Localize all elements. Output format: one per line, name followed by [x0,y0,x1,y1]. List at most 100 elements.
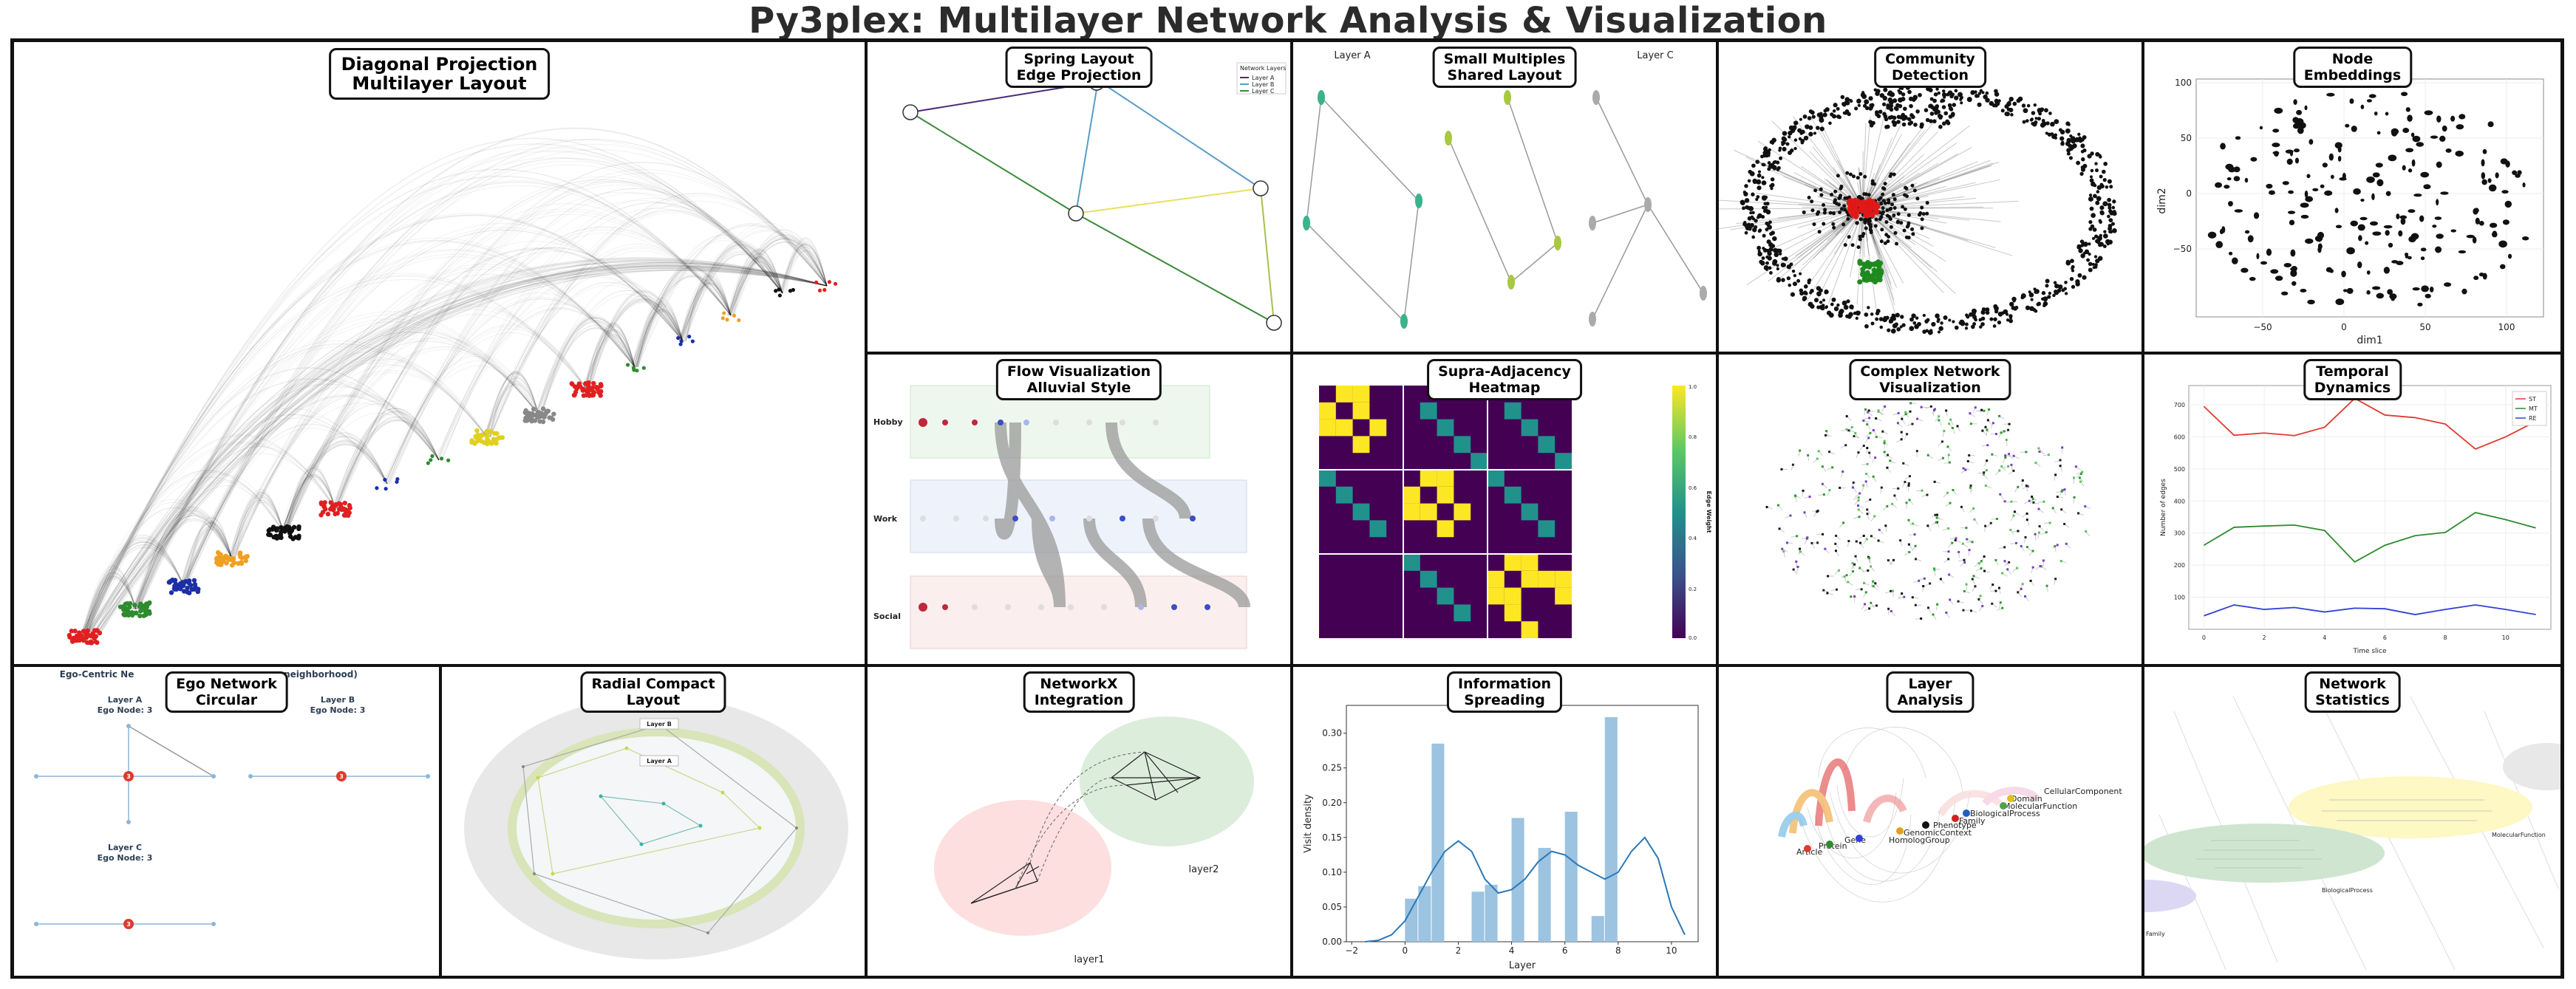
svg-text:0.2: 0.2 [1689,586,1697,592]
svg-text:BiologicalProcess: BiologicalProcess [2322,887,2373,894]
heatmap-cell [1521,419,1539,437]
svg-text:3: 3 [339,773,344,780]
svg-text:0.4: 0.4 [1689,535,1697,541]
alluvial-plot: Hobby Work Social [873,385,1250,649]
heatmap-cell [1521,621,1539,638]
svg-text:Ego-Centric Ne: Ego-Centric Ne [60,669,134,680]
heatmap-cell [1555,453,1572,470]
y-tick-label: 200 [2174,562,2185,569]
row-divider [14,352,2560,355]
heatmap-cell [1538,570,1556,588]
svg-text:Visit density: Visit density [1303,794,1314,853]
network-statistics-plot: MolecularFunction BiologicalProcess Fami… [2144,696,2560,971]
heatmap-cell [1538,436,1556,454]
heatmap-cell [1437,486,1454,504]
y-tick-label: 500 [2174,466,2185,473]
heatmap-cell [1538,520,1556,538]
svg-text:Family: Family [1959,816,1986,826]
heatmap-cell [1420,570,1437,588]
svg-text:neighborhood): neighborhood) [284,669,358,680]
heatmap-cell [1488,587,1505,605]
heatmap-cell [1420,402,1437,420]
heatmap-cell [1420,470,1437,487]
column-divider [1290,42,1293,976]
heatmap-cell [1521,554,1539,571]
column-divider [439,664,442,976]
heatmap-cell [1504,587,1522,605]
svg-text:layer2: layer2 [1189,864,1219,875]
y-tick-label: 0.05 [1322,902,1342,912]
graph-node [1068,205,1084,222]
heatmap-cell [1521,570,1539,588]
y-tick-label: 0.00 [1322,937,1342,947]
heatmap-cell [1352,503,1370,521]
svg-text:0.8: 0.8 [1689,434,1697,440]
svg-text:Ego Node: 3: Ego Node: 3 [310,705,366,715]
svg-text:dim2: dim2 [2156,188,2168,213]
histogram-bar [1431,743,1445,942]
histogram-bar [1485,884,1498,942]
heatmap-cell [1369,520,1387,538]
histogram-bar [1564,812,1578,942]
x-tick-label: 2 [1456,945,1462,956]
heatmap-cell [1403,486,1420,504]
column-divider [2141,42,2144,976]
histogram-bar [1418,886,1431,942]
y-tick-label: 300 [2174,530,2185,537]
y-tick-label: 600 [2174,434,2185,440]
heatmap-cell [1335,419,1353,437]
heatmap-cell [1335,486,1353,504]
x-tick-label: 6 [1562,945,1568,956]
heatmap-plot: 1.0 0.8 0.6 0.4 0.2 0.0 Edge Weight [1319,384,1712,641]
svg-text:Edge Weight: Edge Weight [1706,490,1712,533]
heatmap-cell [1504,604,1522,622]
heatmap-cell [1403,554,1420,571]
svg-text:Article: Article [1796,847,1823,857]
svg-text:Layer A: Layer A [1334,50,1370,61]
svg-text:3: 3 [126,773,131,780]
x-tick-label: 0 [1403,945,1408,956]
heatmap-cell [1420,503,1437,521]
heatmap-cell [1555,570,1572,588]
complex-network-plot [1765,402,2091,620]
svg-text:Layer A: Layer A [647,758,672,764]
svg-text:−50: −50 [2173,244,2192,254]
x-tick-label: 6 [2383,634,2387,641]
svg-text:GenomicContext: GenomicContext [1904,828,1972,838]
heatmap-cell [1437,470,1454,487]
svg-text:Layer B: Layer B [647,721,672,728]
diagonal-network-plot [67,127,838,646]
heatmap-cell [1504,554,1522,571]
x-tick-label: 2 [2263,634,2266,641]
svg-text:Layer: Layer [1509,960,1536,971]
heatmap-cell [1352,386,1370,403]
heatmap-cell [1555,587,1572,605]
graph-node [1253,180,1269,196]
y-tick-label: 0.20 [1322,798,1342,808]
series-line-RE [2204,604,2536,617]
heatmap-cell [1437,587,1454,605]
y-tick-label: 0.10 [1322,867,1342,877]
column-divider [865,42,868,664]
heatmap-cell [1319,470,1336,487]
embedding-scatter-plot: −50 0 50 100 100 50 0 −50 dim1 dim2 [2156,78,2544,346]
svg-text:Hobby: Hobby [873,417,903,427]
